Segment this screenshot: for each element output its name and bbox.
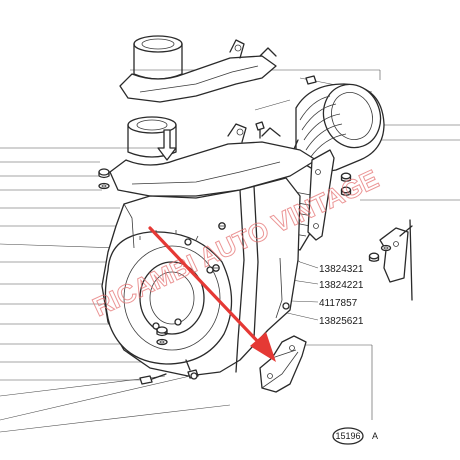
bolt-1: [139, 373, 167, 385]
screw-2: [212, 264, 220, 272]
nut-1: [98, 168, 110, 179]
l-bracket: [259, 335, 307, 393]
part-number-labels: 13824321 13824221 4117857 13825621: [319, 264, 364, 327]
middle-duct: [109, 116, 317, 197]
drawing-reference: 15196 A: [332, 427, 378, 445]
bolt-4: [305, 75, 317, 85]
drawing-number: 15196: [335, 431, 360, 441]
upper-air-intake: [119, 35, 277, 103]
nut-3: [340, 172, 352, 182]
part-number-13825621: 13825621: [319, 316, 364, 327]
washer-1: [98, 182, 110, 190]
screw-3: [282, 302, 290, 310]
right-clamp: [379, 219, 413, 301]
nut-4: [340, 186, 352, 196]
nut-5: [368, 252, 380, 262]
washer-2: [156, 338, 168, 346]
fasteners: [98, 75, 392, 385]
bolt-3: [255, 121, 265, 139]
drawing-suffix: A: [372, 431, 378, 441]
arrow-down-right-icon: [148, 226, 276, 362]
screw-1: [218, 222, 226, 230]
mounting-bracket: [307, 149, 335, 241]
part-number-13824221: 13824221: [319, 280, 364, 291]
part-number-4117857: 4117857: [319, 298, 358, 309]
flow-arrow-icon: [157, 129, 177, 161]
washer-3: [380, 244, 392, 252]
nut-2: [156, 326, 168, 337]
part-number-13824321: 13824321: [319, 264, 364, 275]
left-leader-lines: [0, 147, 231, 433]
screw-4: [190, 372, 198, 380]
